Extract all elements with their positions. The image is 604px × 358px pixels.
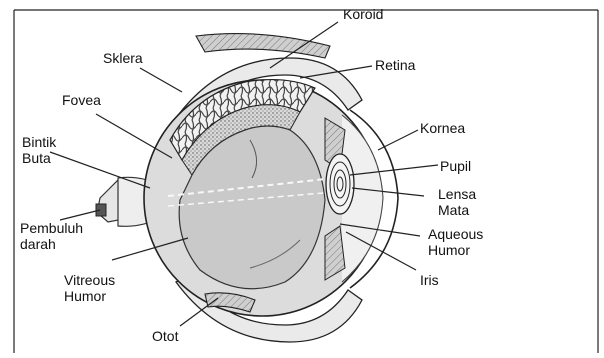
label-koroid: Koroid: [343, 6, 383, 22]
label-pembuluh-darah-line2: darah: [20, 236, 56, 252]
label-pembuluh-darah-line1: Pembuluh: [20, 220, 83, 236]
label-aqueous-humor-line1: Aqueous: [428, 226, 483, 242]
label-lensa-mata-line2: Mata: [438, 202, 469, 218]
label-lensa-mata-line1: Lensa: [438, 186, 476, 202]
muscle-top: [196, 34, 330, 58]
label-vitreous-humor-line1: Vitreous: [64, 272, 115, 288]
label-bintik-buta-line1: Bintik: [22, 134, 56, 150]
label-aqueous-humor-line2: Humor: [428, 242, 470, 258]
lens: [326, 154, 354, 214]
label-kornea: Kornea: [420, 120, 465, 136]
label-bintik-buta-line2: Buta: [22, 150, 51, 166]
label-retina: Retina: [375, 57, 415, 73]
label-vitreous-humor-line2: Humor: [64, 288, 106, 304]
label-pupil: Pupil: [440, 158, 471, 174]
label-iris: Iris: [420, 272, 439, 288]
label-fovea: Fovea: [62, 92, 101, 108]
label-sklera: Sklera: [103, 50, 143, 66]
label-otot: Otot: [152, 328, 178, 344]
